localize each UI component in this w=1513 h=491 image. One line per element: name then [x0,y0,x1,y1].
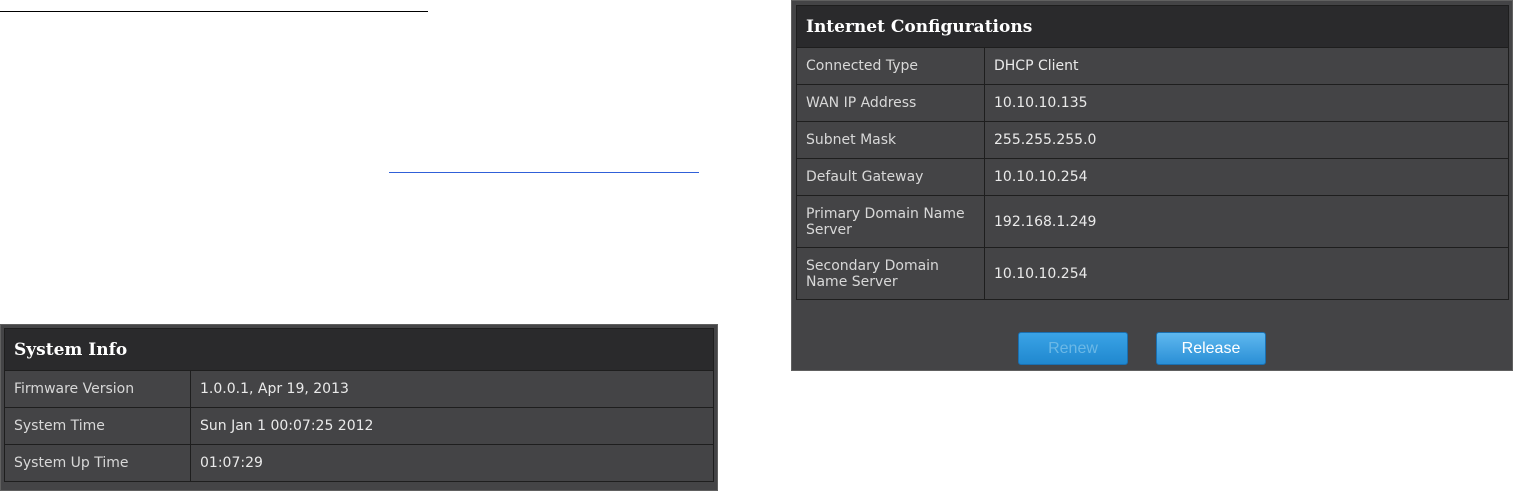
link-underline [389,172,699,173]
system-info-table: System Info Firmware Version 1.0.0.1, Ap… [4,328,714,482]
default-gateway-value: 10.10.10.254 [984,158,1509,196]
table-row: Secondary Domain Name Server 10.10.10.25… [796,247,1509,300]
wan-ip-label: WAN IP Address [796,84,985,122]
internet-config-title: Internet Configurations [796,5,1509,48]
table-row: Primary Domain Name Server 192.168.1.249 [796,195,1509,248]
system-info-panel: System Info Firmware Version 1.0.0.1, Ap… [0,324,718,491]
secondary-dns-value: 10.10.10.254 [984,247,1509,300]
button-bar: Renew Release [792,332,1512,366]
table-row: Subnet Mask 255.255.255.0 [796,121,1509,159]
primary-dns-label: Primary Domain Name Server [796,195,985,248]
system-info-header: System Info [4,328,714,371]
table-row: WAN IP Address 10.10.10.135 [796,84,1509,122]
system-info-title: System Info [4,328,714,371]
table-row: Firmware Version 1.0.0.1, Apr 19, 2013 [4,370,714,408]
top-divider-line [0,11,428,12]
internet-config-table: Internet Configurations Connected Type D… [796,5,1509,300]
firmware-version-label: Firmware Version [4,370,191,408]
table-row: Connected Type DHCP Client [796,47,1509,85]
system-up-time-value: 01:07:29 [190,444,714,482]
connected-type-value: DHCP Client [984,47,1509,85]
firmware-version-value: 1.0.0.1, Apr 19, 2013 [190,370,714,408]
wan-ip-value: 10.10.10.135 [984,84,1509,122]
primary-dns-value: 192.168.1.249 [984,195,1509,248]
secondary-dns-label: Secondary Domain Name Server [796,247,985,300]
subnet-mask-label: Subnet Mask [796,121,985,159]
internet-config-panel: Internet Configurations Connected Type D… [791,0,1513,371]
system-time-label: System Time [4,407,191,445]
system-time-value: Sun Jan 1 00:07:25 2012 [190,407,714,445]
default-gateway-label: Default Gateway [796,158,985,196]
release-button[interactable]: Release [1156,332,1266,365]
table-row: System Time Sun Jan 1 00:07:25 2012 [4,407,714,445]
renew-button[interactable]: Renew [1018,332,1128,365]
system-up-time-label: System Up Time [4,444,191,482]
subnet-mask-value: 255.255.255.0 [984,121,1509,159]
table-row: System Up Time 01:07:29 [4,444,714,482]
connected-type-label: Connected Type [796,47,985,85]
internet-config-header: Internet Configurations [796,5,1509,48]
table-row: Default Gateway 10.10.10.254 [796,158,1509,196]
